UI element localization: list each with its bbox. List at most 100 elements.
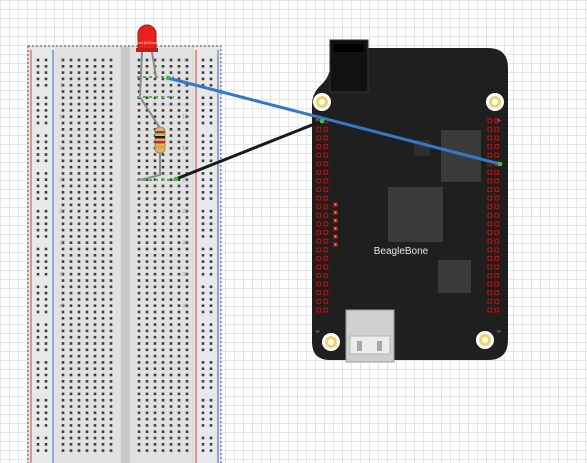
rail-hole	[201, 298, 205, 301]
resistor[interactable]	[139, 96, 166, 181]
breadboard-hole	[153, 329, 157, 333]
breadboard-hole	[101, 266, 105, 270]
debug-pin-pad	[334, 227, 337, 230]
rail-hole	[201, 424, 205, 427]
rail-hole	[36, 216, 40, 219]
breadboard-hole	[185, 235, 189, 238]
rail-hole	[36, 102, 40, 106]
breadboard-hole	[177, 159, 181, 163]
breadboard-hole	[137, 90, 141, 93]
beaglebone-board[interactable]: BeagleBone ⊳ ⊳ ⊳ ⊳	[312, 39, 508, 363]
rail-hole	[44, 115, 48, 118]
breadboard-hole	[101, 159, 105, 163]
breadboard-hole	[61, 241, 65, 244]
breadboard-hole	[177, 247, 181, 251]
breadboard-hole	[137, 424, 141, 427]
breadboard-hole	[85, 235, 89, 238]
breadboard-hole	[85, 254, 89, 257]
breadboard-hole	[161, 241, 165, 244]
breadboard-hole	[69, 172, 73, 175]
breadboard-hole	[145, 291, 149, 295]
breadboard-hole	[177, 424, 181, 427]
rail-hole	[209, 178, 213, 181]
breadboard-hole	[61, 380, 65, 383]
rail-hole	[44, 197, 48, 200]
breadboard-hole	[137, 172, 141, 175]
rail-hole	[36, 323, 40, 326]
breadboard-hole	[177, 254, 181, 257]
header-pin-hole	[324, 291, 327, 294]
breadboard-hole	[69, 373, 73, 377]
header-pin-hole	[488, 171, 491, 174]
breadboard-hole	[169, 323, 173, 326]
breadboard-hole	[185, 58, 189, 62]
breadboard-hole	[69, 424, 73, 427]
rail-hole	[201, 153, 205, 156]
breadboard-hole	[137, 228, 141, 232]
rail-hole	[44, 172, 48, 175]
breadboard-hole	[93, 260, 97, 263]
breadboard-hole	[169, 71, 173, 74]
breadboard-hole	[169, 424, 173, 427]
header-pin-hole	[324, 154, 327, 157]
header-pin-hole	[495, 240, 498, 243]
breadboard-hole	[69, 342, 73, 345]
breadboard-hole	[177, 128, 181, 131]
breadboard-hole	[137, 191, 141, 194]
breadboard-hole	[153, 298, 157, 301]
breadboard-hole	[137, 449, 141, 452]
breadboard-hole	[109, 235, 113, 238]
breadboard-hole	[61, 266, 65, 270]
breadboard-hole	[109, 191, 113, 194]
breadboard-hole	[177, 65, 181, 68]
breadboard-hole	[145, 335, 149, 339]
breadboard-hole	[109, 115, 113, 118]
breadboard-hole	[169, 109, 173, 112]
rail-hole	[36, 77, 40, 81]
breadboard-hole	[61, 159, 65, 163]
breadboard-hole	[177, 323, 181, 326]
breadboard-hole	[177, 279, 181, 282]
rail-hole	[36, 298, 40, 301]
breadboard-hole	[93, 90, 97, 93]
rail-hole	[201, 436, 205, 440]
breadboard-hole	[177, 96, 181, 100]
rail-hole	[201, 191, 205, 194]
blue-wire[interactable]	[166, 76, 502, 166]
breadboard-hole	[101, 90, 105, 93]
breadboard-hole	[109, 285, 113, 289]
breadboard-hole	[161, 335, 165, 339]
rail-hole	[209, 254, 213, 257]
breadboard-hole	[109, 380, 113, 383]
breadboard-hole	[93, 65, 97, 68]
breadboard-hole	[93, 128, 97, 131]
rail-hole	[36, 134, 40, 137]
breadboard-hole	[109, 424, 113, 427]
red-led[interactable]: Red (633nm)	[135, 24, 159, 97]
breadboard-hole	[85, 83, 89, 87]
breadboard-hole	[109, 58, 113, 62]
rail-hole	[44, 247, 48, 251]
breadboard-hole	[77, 266, 81, 270]
breadboard-hole	[145, 228, 149, 232]
breadboard-hole	[137, 247, 141, 251]
breadboard-hole	[153, 203, 157, 207]
breadboard-hole	[161, 272, 165, 276]
breadboard-hole	[93, 102, 97, 106]
breadboard-hole	[85, 279, 89, 282]
header-pin-hole	[324, 179, 327, 183]
breadboard-hole	[77, 128, 81, 131]
breadboard-hole	[169, 291, 173, 295]
black-wire[interactable]	[174, 119, 324, 181]
breadboard-hole	[101, 361, 105, 364]
header-pin-hole	[488, 274, 491, 277]
breadboard-hole	[77, 209, 81, 213]
breadboard-hole	[61, 424, 65, 427]
breadboard-hole	[145, 342, 149, 345]
breadboard-hole	[101, 348, 105, 352]
breadboard-hole	[109, 254, 113, 257]
rail-hole	[44, 102, 48, 106]
breadboard-hole	[77, 115, 81, 118]
breadboard-hole	[85, 159, 89, 163]
breadboard-hole	[109, 209, 113, 213]
